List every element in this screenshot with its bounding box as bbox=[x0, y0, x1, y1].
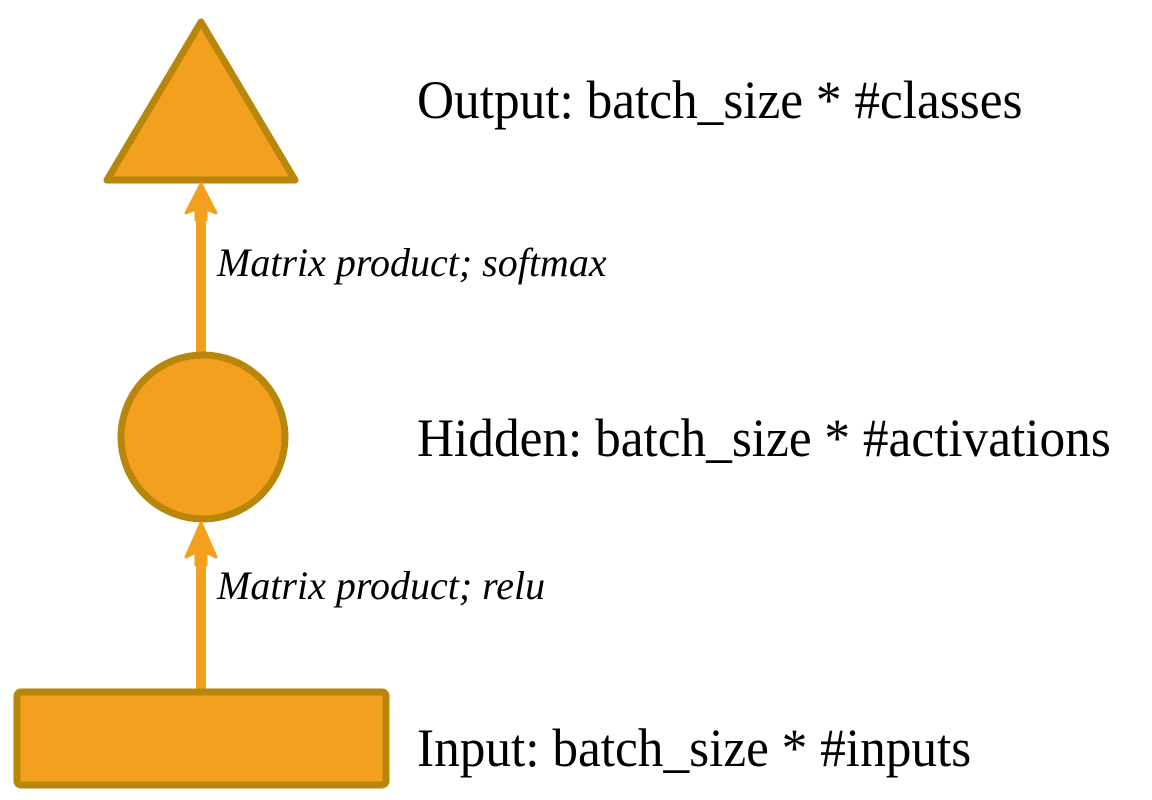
arrow-input-to-hidden[interactable] bbox=[184, 521, 218, 690]
input-node-label: Input: batch_size * #inputs bbox=[417, 718, 972, 778]
output-node-label: Output: batch_size * #classes bbox=[417, 70, 1023, 130]
arrow-shaft-input-to-hidden bbox=[196, 560, 206, 690]
arrow-hidden-to-output[interactable] bbox=[184, 182, 218, 355]
arrow-shaft-hidden-to-output bbox=[196, 205, 206, 355]
output-node-triangle[interactable] bbox=[103, 18, 299, 184]
arrow-head-input-to-hidden bbox=[184, 521, 218, 567]
arrow-head-hidden-to-output bbox=[184, 182, 218, 222]
hidden-node-label: Hidden: batch_size * #activations bbox=[417, 408, 1111, 468]
input-node-rectangle[interactable] bbox=[13, 688, 390, 789]
edge-label-input-to-hidden: Matrix product; relu bbox=[217, 563, 546, 608]
edge-label-hidden-to-output: Matrix product; softmax bbox=[217, 240, 607, 285]
hidden-node-circle[interactable] bbox=[117, 351, 289, 523]
